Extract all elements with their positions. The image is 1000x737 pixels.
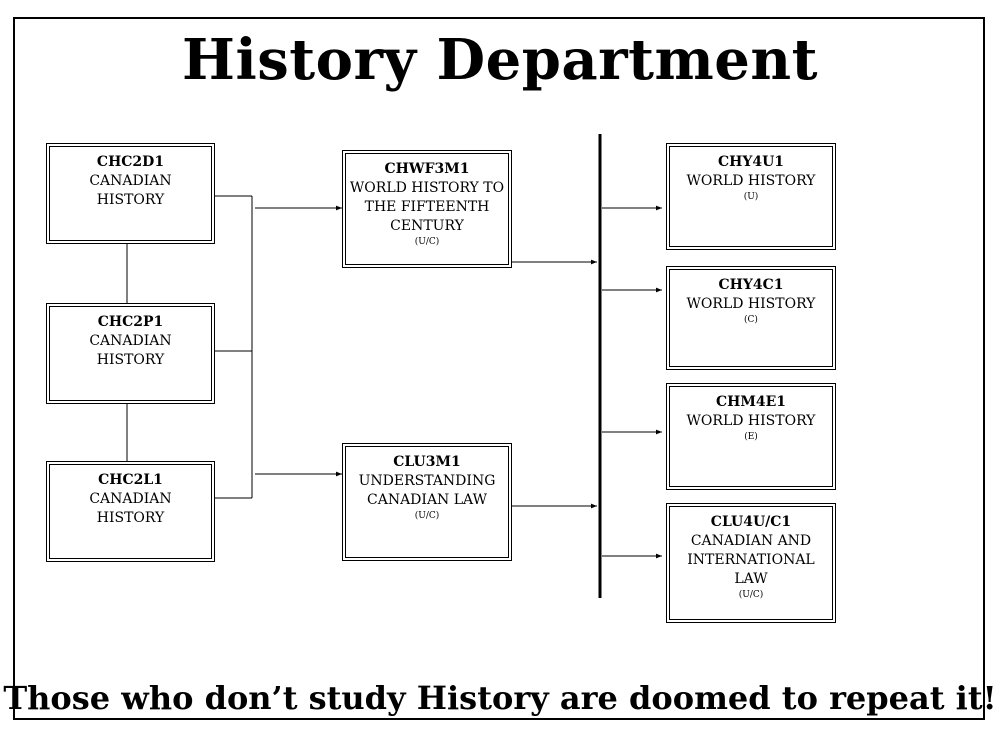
page-title: History Department bbox=[182, 27, 818, 93]
course-code: CHC2L1 bbox=[98, 472, 163, 488]
course-code: CHM4E1 bbox=[715, 394, 787, 410]
course-name-line: CANADIAN AND bbox=[690, 533, 812, 549]
course-name-line: CANADIAN bbox=[89, 173, 172, 189]
course-level: (U/C) bbox=[738, 590, 764, 600]
course-box-chm4e1: CHM4E1 WORLD HISTORY (E) bbox=[666, 383, 836, 490]
course-name-line: CANADIAN bbox=[89, 333, 172, 349]
course-name-line: THE FIFTEENTH bbox=[364, 199, 490, 215]
course-name-line: CANADIAN LAW bbox=[367, 492, 487, 508]
course-name-line: WORLD HISTORY bbox=[686, 296, 816, 312]
course-box-clu4uc1: CLU4U/C1 CANADIAN AND INTERNATIONAL LAW … bbox=[666, 503, 836, 623]
course-level: (C) bbox=[744, 315, 758, 325]
course-code: CLU3M1 bbox=[393, 454, 461, 470]
course-level: (U) bbox=[743, 192, 759, 202]
course-level: (U/C) bbox=[414, 237, 440, 247]
page-frame bbox=[13, 17, 985, 720]
footer-quote: Those who don’t study History are doomed… bbox=[3, 679, 997, 717]
course-name-line: WORLD HISTORY bbox=[686, 173, 816, 189]
course-box-chy4c1: CHY4C1 WORLD HISTORY (C) bbox=[666, 266, 836, 370]
course-name-line: CENTURY bbox=[390, 218, 464, 234]
course-name-line: INTERNATIONAL bbox=[687, 552, 815, 568]
course-name-line: WORLD HISTORY TO bbox=[349, 180, 505, 196]
course-name-line: HISTORY bbox=[96, 510, 165, 526]
course-code: CHY4C1 bbox=[718, 277, 784, 293]
course-box-chc2d1: CHC2D1 CANADIAN HISTORY bbox=[46, 143, 215, 244]
course-code: CHC2D1 bbox=[96, 154, 165, 170]
course-name-line: WORLD HISTORY bbox=[686, 413, 816, 429]
course-box-chy4u1: CHY4U1 WORLD HISTORY (U) bbox=[666, 143, 836, 250]
course-name-line: UNDERSTANDING bbox=[358, 473, 496, 489]
course-code: CHC2P1 bbox=[97, 314, 164, 330]
course-box-chc2p1: CHC2P1 CANADIAN HISTORY bbox=[46, 303, 215, 404]
course-box-clu3m1: CLU3M1 UNDERSTANDING CANADIAN LAW (U/C) bbox=[342, 443, 512, 561]
course-code: CLU4U/C1 bbox=[710, 514, 792, 530]
course-level: (E) bbox=[744, 432, 758, 442]
course-name-line: LAW bbox=[734, 571, 768, 587]
course-name-line: HISTORY bbox=[96, 192, 165, 208]
course-code: CHY4U1 bbox=[717, 154, 785, 170]
course-name-line: HISTORY bbox=[96, 352, 165, 368]
course-level: (U/C) bbox=[414, 511, 440, 521]
course-box-chc2l1: CHC2L1 CANADIAN HISTORY bbox=[46, 461, 215, 562]
course-name-line: CANADIAN bbox=[89, 491, 172, 507]
course-code: CHWF3M1 bbox=[384, 161, 470, 177]
course-box-chwf3m1: CHWF3M1 WORLD HISTORY TO THE FIFTEENTH C… bbox=[342, 150, 512, 268]
